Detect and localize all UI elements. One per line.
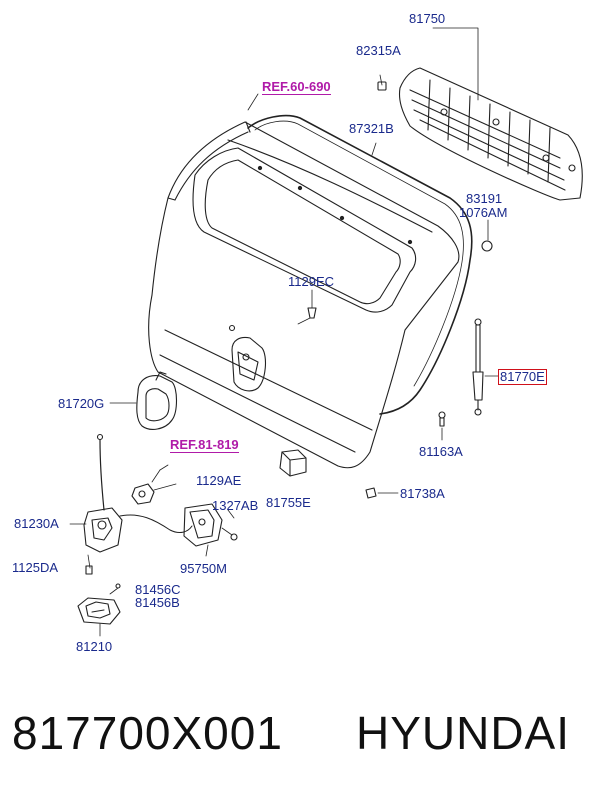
label-83191: 83191 — [466, 191, 503, 206]
label-95750M: 95750M — [180, 561, 227, 576]
label-81456B: 81456B — [135, 595, 180, 610]
release-cable — [119, 514, 193, 534]
label-81770E: 81770E — [498, 369, 547, 385]
label-87321B: 87321B — [349, 121, 394, 136]
label-1327AB: 1327AB — [212, 498, 259, 513]
tailgate-panel — [148, 121, 460, 469]
label-1076AM: 1076AM — [459, 205, 508, 220]
label-81210: 81210 — [76, 639, 113, 654]
latch-rod — [99, 439, 105, 511]
trim-cover-panel — [398, 67, 583, 201]
gas-strut — [475, 324, 481, 373]
lock-actuator — [183, 503, 238, 557]
latch-striker — [77, 583, 121, 637]
label-81720G: 81720G — [58, 396, 105, 411]
handle-recess — [231, 336, 267, 392]
weatherstrip — [247, 114, 473, 415]
label-1125DA: 1125DA — [12, 560, 59, 575]
tailgate-handle — [109, 371, 178, 430]
brand-name: HYUNDAI — [356, 707, 571, 759]
label-81738A: 81738A — [400, 486, 445, 501]
exploded-parts-diagram: REF.60-690 REF.81-819 81750 82315A 87321… — [12, 11, 583, 654]
bumper-stop — [279, 449, 307, 477]
label-1129EC: 1129EC — [288, 274, 335, 289]
label-1129AE: 1129AE — [196, 473, 242, 488]
label-81230A: 81230A — [14, 516, 59, 531]
cylinder-bracket — [131, 464, 177, 505]
label-82315A: 82315A — [356, 43, 401, 58]
part-number: 817700X001 — [12, 707, 283, 759]
diagram-drawing — [69, 27, 583, 637]
part-footer: 817700X001 HYUNDAI — [0, 690, 600, 800]
tailgate-window — [192, 147, 417, 313]
ref-81-819[interactable]: REF.81-819 — [170, 437, 239, 453]
label-81456C: 81456C — [135, 582, 181, 597]
ref-60-690[interactable]: REF.60-690 — [262, 79, 331, 95]
label-81750: 81750 — [409, 11, 446, 26]
label-81163A: 81163A — [419, 444, 463, 459]
tailgate-latch — [69, 507, 123, 575]
label-81755E: 81755E — [266, 495, 311, 510]
